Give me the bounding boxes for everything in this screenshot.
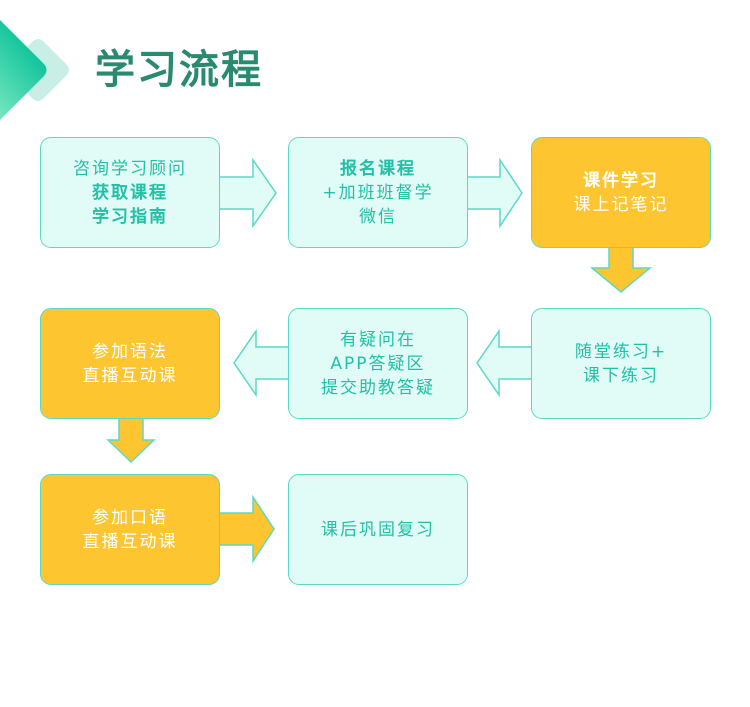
- header-decoration-icon: [0, 20, 69, 120]
- step-7-line-2: 直播互动课: [82, 531, 178, 552]
- step-6-line-2: 直播互动课: [82, 365, 178, 386]
- step-5-line-1: 有疑问在: [340, 329, 416, 350]
- step-5-line-3: 提交助教答疑: [321, 377, 435, 398]
- step-2-line-1: 报名课程: [340, 158, 416, 179]
- step-5-line-2: APP答疑区: [330, 353, 426, 374]
- step-5-ask-questions: 有疑问在 APP答疑区 提交助教答疑: [288, 308, 468, 419]
- step-2-enroll: 报名课程 +加班班督学 微信: [288, 137, 468, 248]
- step-4-line-1: 随堂练习+: [574, 341, 668, 362]
- step-7-speaking-live-class: 参加口语 直播互动课: [40, 474, 220, 585]
- step-3-line-2: 课上记笔记: [573, 194, 669, 215]
- step-6-line-1: 参加语法: [92, 341, 168, 362]
- step-2-line-3: 微信: [359, 206, 397, 227]
- step-3-line-1: 课件学习: [583, 170, 659, 191]
- step-8-review: 课后巩固复习: [288, 474, 468, 585]
- step-1-line-3: 学习指南: [92, 206, 168, 227]
- step-2-line-2: +加班班督学: [322, 182, 434, 203]
- step-4-practice: 随堂练习+ 课下练习: [531, 308, 711, 419]
- step-7-line-1: 参加口语: [92, 507, 168, 528]
- step-8-line-1: 课后巩固复习: [321, 519, 435, 540]
- step-1-consult-advisor: 咨询学习顾问 获取课程 学习指南: [40, 137, 220, 248]
- step-1-line-2: 获取课程: [92, 182, 168, 203]
- page-title: 学习流程: [95, 47, 263, 93]
- step-1-line-1: 咨询学习顾问: [73, 158, 187, 179]
- step-6-grammar-live-class: 参加语法 直播互动课: [40, 308, 220, 419]
- step-4-line-2: 课下练习: [583, 365, 659, 386]
- step-3-courseware-study: 课件学习 课上记笔记: [531, 137, 711, 248]
